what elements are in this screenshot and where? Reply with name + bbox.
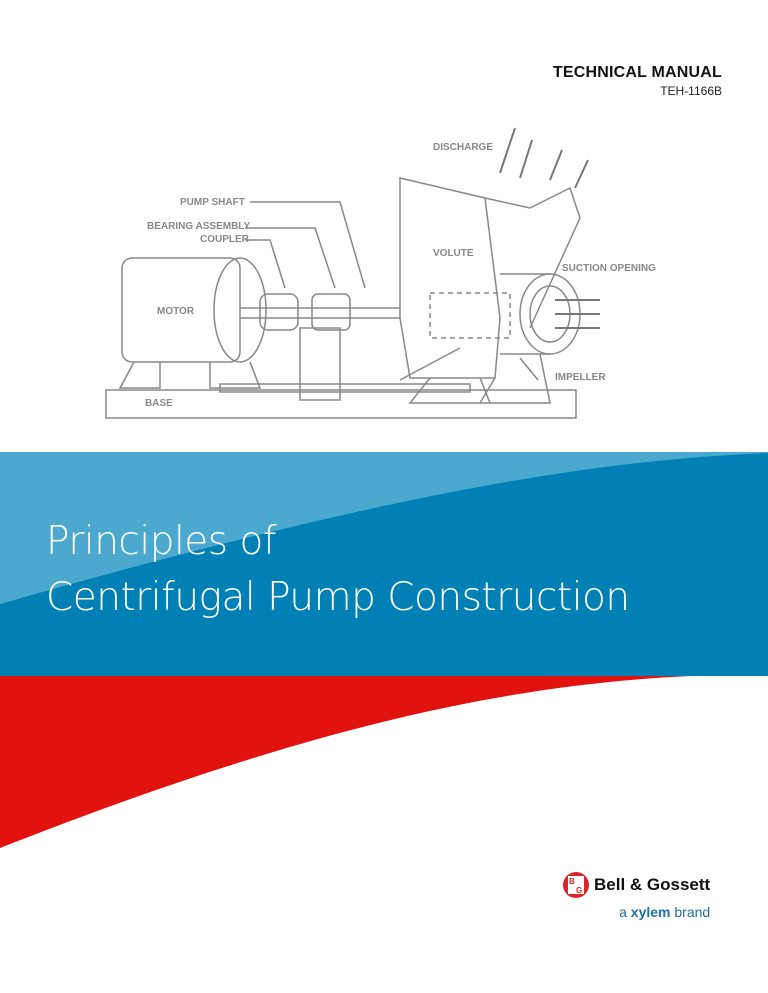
red-wave (0, 676, 690, 848)
volute (399, 177, 501, 379)
title-line-1: Principles of (46, 519, 277, 564)
brand-tagline: a xylem brand (562, 904, 710, 920)
motor (121, 257, 241, 363)
pump-diagram: DISCHARGE PUMP SHAFT BEARING ASSEMBLY CO… (105, 127, 656, 419)
bearing-pedestal (299, 327, 341, 401)
tagline-suffix: brand (674, 904, 711, 920)
label-pump-shaft: PUMP SHAFT (180, 197, 245, 208)
label-bearing-assembly: BEARING ASSEMBLY (147, 221, 250, 232)
label-discharge: DISCHARGE (433, 142, 493, 153)
title-line-2: Centrifugal Pump Construction (46, 575, 630, 620)
manual-type: TECHNICAL MANUAL (552, 64, 722, 81)
label-base: BASE (145, 398, 173, 409)
brand-name: Bell & Gossett (594, 875, 711, 894)
coupler (259, 293, 299, 331)
svg-text:B: B (569, 877, 575, 886)
bg-monogram-icon: B G (563, 872, 589, 898)
bearing-assembly (311, 293, 351, 331)
base-plate (105, 389, 577, 419)
cover-bands (0, 452, 768, 848)
document-title: Principles of Centrifugal Pump Construct… (46, 514, 630, 626)
label-motor: MOTOR (157, 306, 195, 317)
tagline-xylem: xylem (630, 904, 671, 920)
brand-logo: B G Bell & Gossett a xylem brand (562, 870, 710, 920)
label-volute: VOLUTE (433, 248, 474, 259)
label-suction-opening: SUCTION OPENING (562, 263, 656, 274)
document-code: TEH-1166B (660, 84, 722, 98)
light-blue-wave (0, 452, 768, 604)
label-coupler: COUPLER (200, 234, 250, 245)
label-impeller: IMPELLER (555, 372, 606, 383)
document-header: TECHNICAL MANUAL TEH-1166B (553, 64, 722, 98)
tagline-prefix: a (619, 904, 627, 920)
svg-text:G: G (576, 886, 582, 895)
